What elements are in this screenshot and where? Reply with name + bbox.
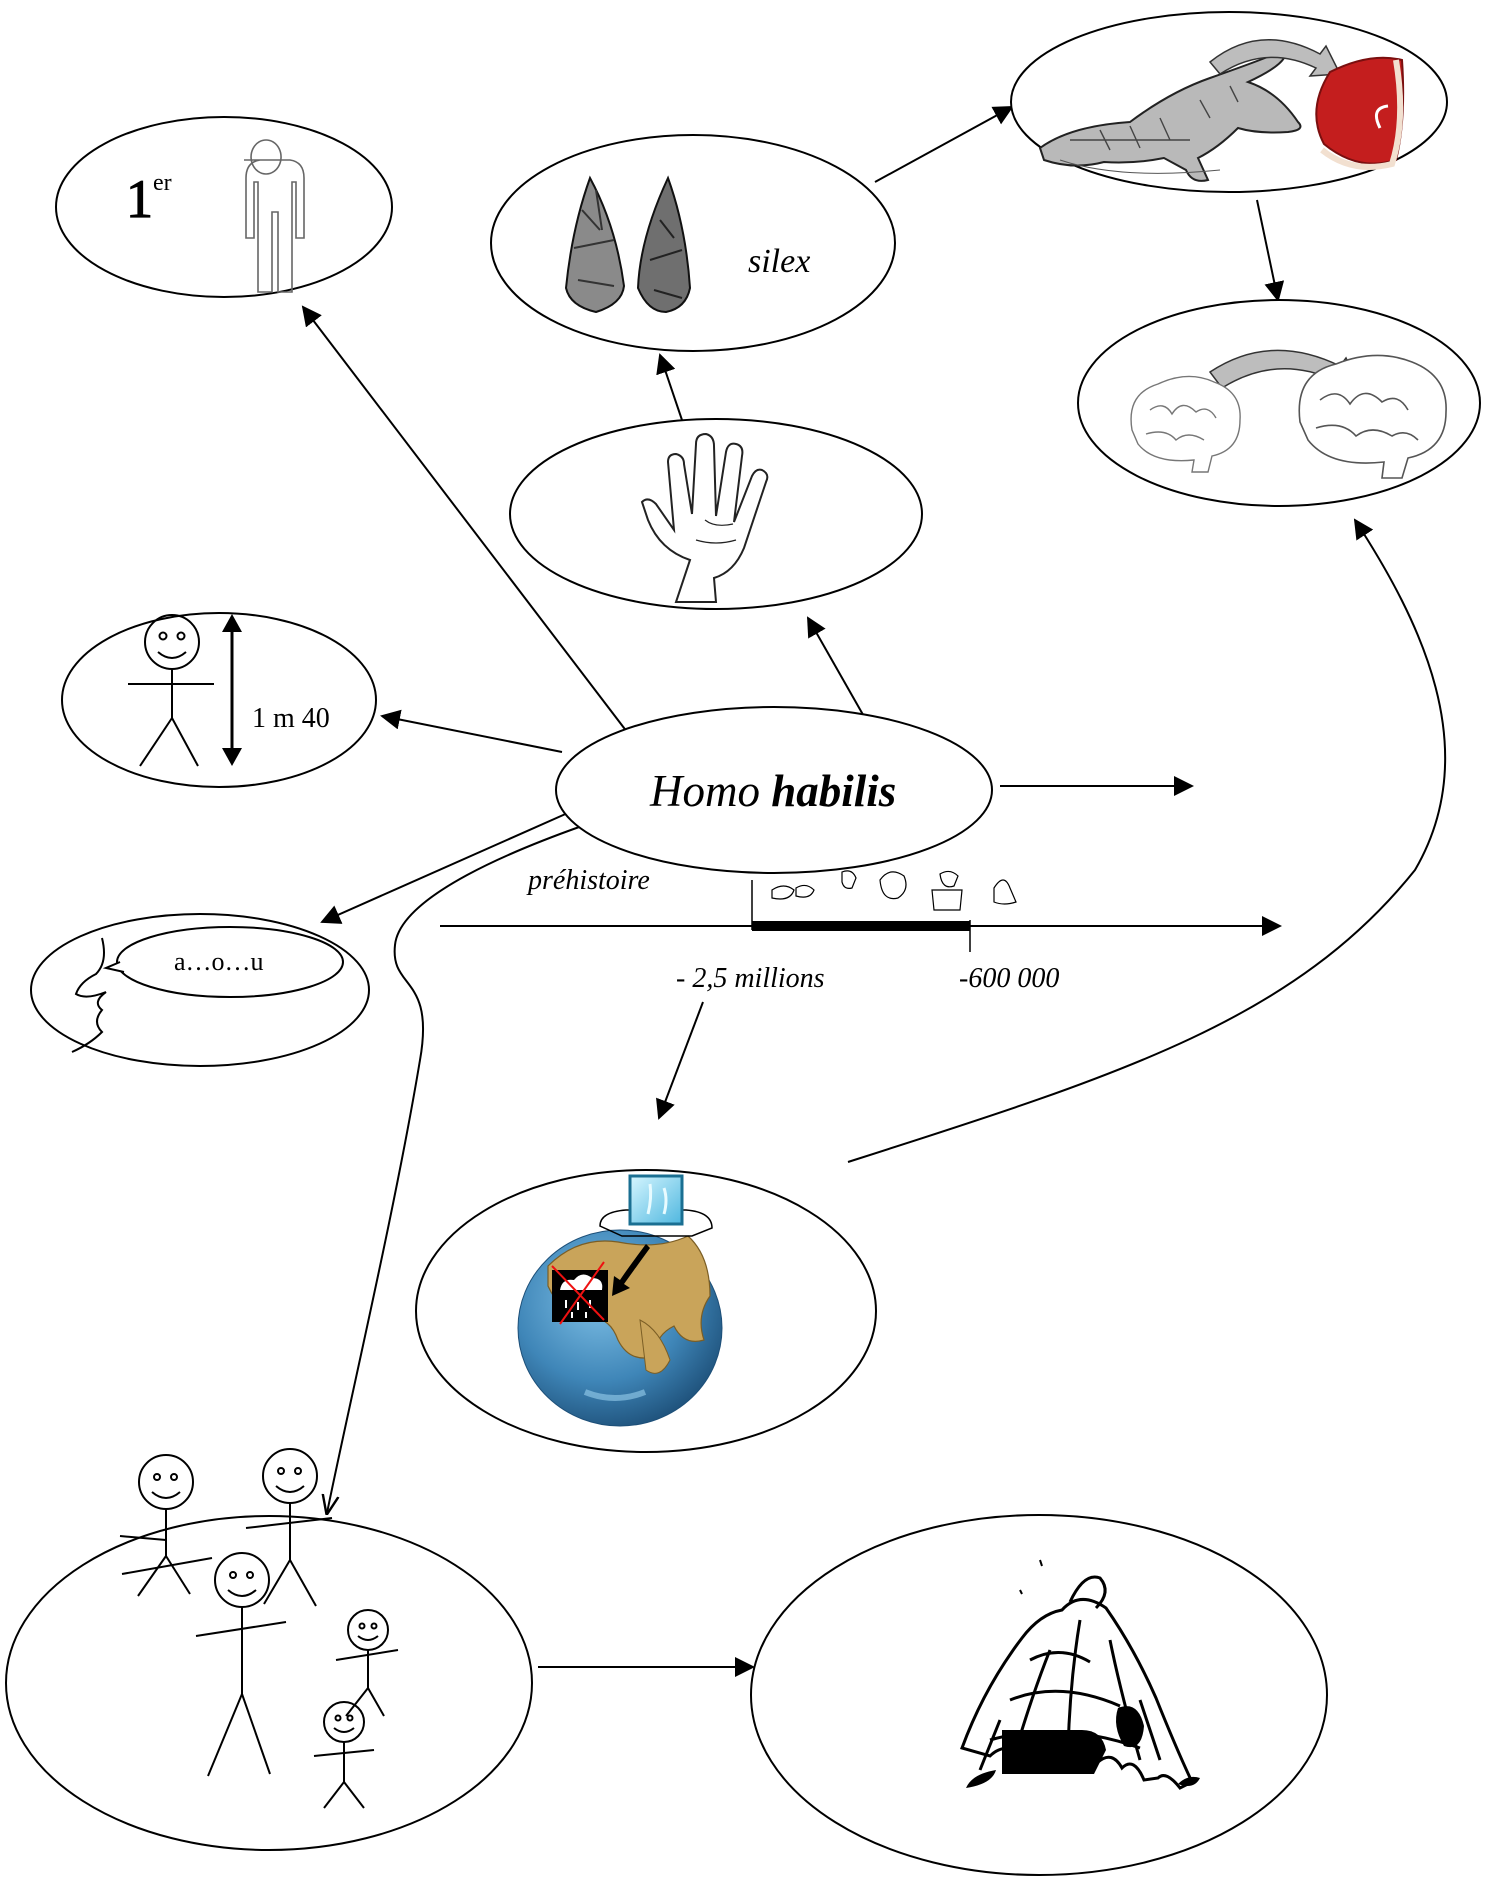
arrow-to-first-human bbox=[301, 305, 638, 746]
climate-group bbox=[517, 1174, 723, 1427]
face-profile-icon bbox=[71, 937, 107, 1053]
first-number: 1 bbox=[126, 169, 153, 229]
speech-group: a…o…u bbox=[71, 926, 344, 1053]
center-title-species: habilis bbox=[771, 766, 896, 816]
arrow-to-group bbox=[327, 825, 583, 1513]
arrow-to-hand bbox=[807, 616, 871, 728]
arrow-to-silex bbox=[656, 353, 684, 424]
hand-icon bbox=[640, 432, 769, 603]
center-title: Homo habilis bbox=[649, 766, 896, 816]
nodes bbox=[5, 11, 1481, 1876]
flint-tools-icon bbox=[564, 175, 692, 314]
ice-cube-icon bbox=[628, 1174, 684, 1226]
prehistoire-label: préhistoire bbox=[526, 865, 650, 896]
globe-pointer-arrow bbox=[612, 1244, 650, 1296]
center-title-prefix: Homo bbox=[649, 766, 760, 816]
node-center bbox=[555, 706, 993, 874]
height-group: 1 m 40 bbox=[128, 614, 330, 767]
node-first-human bbox=[55, 116, 393, 298]
speech-bubble-outline bbox=[599, 1209, 713, 1237]
stick-figure-icon bbox=[128, 614, 214, 767]
hunting-group bbox=[1038, 39, 1405, 182]
arrow-to-hunting bbox=[874, 106, 1014, 183]
arrow-to-globe bbox=[656, 1001, 704, 1120]
timeline bbox=[440, 870, 1282, 952]
crocodile-icon bbox=[1038, 52, 1302, 182]
speech-label: a…o…u bbox=[174, 947, 264, 976]
brain-group bbox=[1130, 349, 1447, 479]
human-outline-icon bbox=[244, 139, 305, 293]
timeline-tools-icon bbox=[771, 870, 1017, 911]
arrow-climate-to-brain bbox=[847, 518, 1447, 1163]
brain-small-icon bbox=[1130, 375, 1241, 473]
brain-large-icon bbox=[1298, 354, 1447, 479]
date-end-label: -600 000 bbox=[959, 963, 1059, 994]
height-double-arrow bbox=[222, 614, 242, 766]
connectors bbox=[301, 106, 1447, 1677]
meat-icon bbox=[1315, 56, 1405, 170]
height-label: 1 m 40 bbox=[252, 703, 330, 734]
arrow-to-speech bbox=[320, 811, 571, 924]
first-superscript: er bbox=[153, 170, 172, 196]
date-start-label: - 2,5 millions bbox=[676, 963, 825, 994]
hut-icon bbox=[960, 1559, 1200, 1790]
silex-label: silex bbox=[748, 243, 810, 280]
arrow-to-height bbox=[380, 709, 563, 753]
node-silex bbox=[490, 134, 896, 352]
timeline-habilis-period bbox=[752, 921, 970, 931]
globe-icon bbox=[517, 1229, 723, 1427]
silex-group: silex bbox=[564, 175, 810, 314]
no-rain-icon bbox=[551, 1261, 608, 1325]
group-of-people-icon bbox=[119, 1448, 399, 1809]
arrow-to-brain bbox=[1256, 199, 1285, 302]
speech-bubble bbox=[116, 926, 344, 998]
node-height bbox=[61, 612, 377, 788]
first-human-group: 1 er bbox=[125, 139, 305, 293]
node-group bbox=[5, 1515, 533, 1851]
